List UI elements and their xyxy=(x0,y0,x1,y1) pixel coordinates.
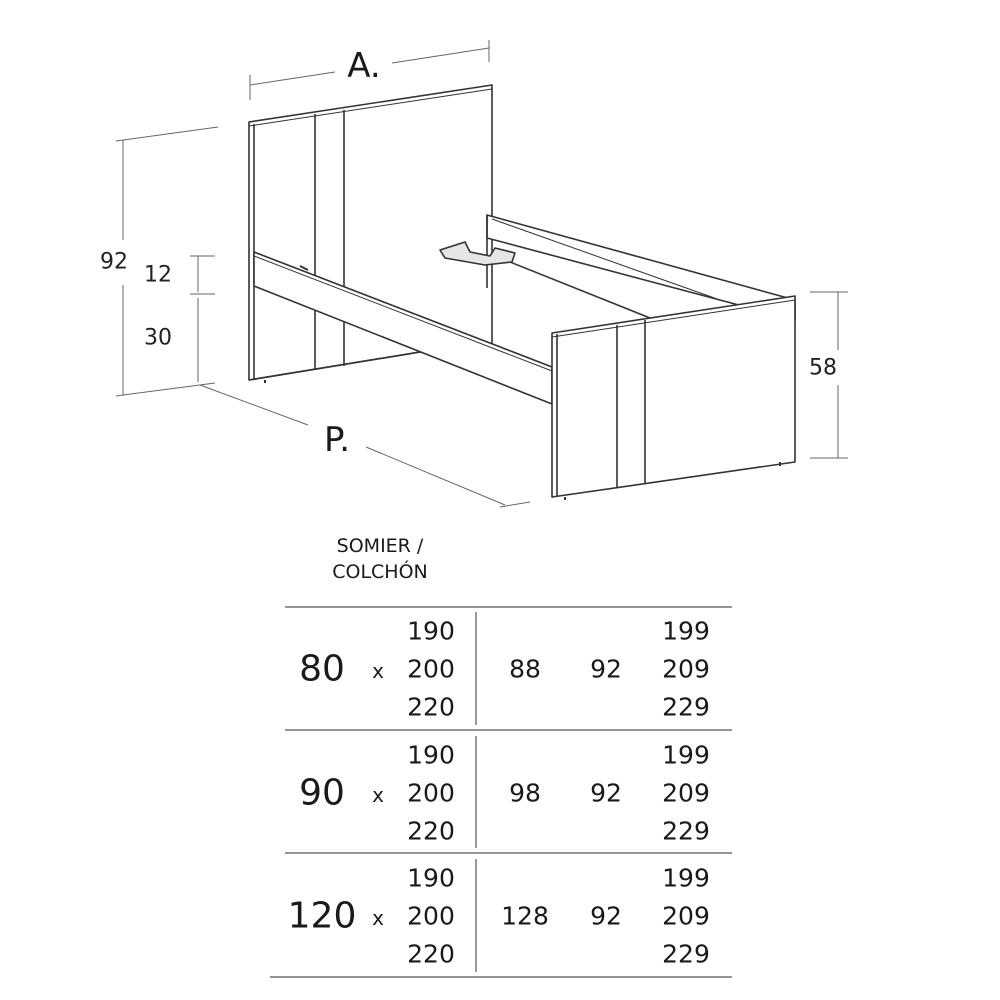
row-length: 200 xyxy=(407,901,455,931)
table-header: SOMIER / COLCHÓN xyxy=(332,533,428,585)
row-width: 120 xyxy=(287,895,357,937)
row-length: 190 xyxy=(407,616,455,646)
row-width: 80 xyxy=(299,648,345,690)
row-length: 220 xyxy=(407,939,455,969)
row-length: 190 xyxy=(407,740,455,770)
row-length: 200 xyxy=(407,654,455,684)
header-line-1: SOMIER / xyxy=(336,535,424,557)
row-p: 229 xyxy=(662,692,710,722)
footboard-height-label: 58 xyxy=(809,355,837,381)
row-length: 200 xyxy=(407,778,455,808)
row-p: 209 xyxy=(662,654,710,684)
row-h: 92 xyxy=(590,901,622,931)
header-line-2: COLCHÓN xyxy=(332,561,428,583)
row-p: 199 xyxy=(662,863,710,893)
row-a: 88 xyxy=(509,654,541,684)
row-length: 220 xyxy=(407,692,455,722)
row-p: 199 xyxy=(662,616,710,646)
row-length: 220 xyxy=(407,816,455,846)
footboard xyxy=(264,295,796,500)
table-grid xyxy=(270,606,732,978)
times-sign: x xyxy=(372,659,384,683)
total-height-label: 92 xyxy=(100,249,128,275)
times-sign: x xyxy=(372,783,384,807)
row-width: 90 xyxy=(299,772,345,814)
row-p: 209 xyxy=(662,901,710,931)
width-label: A. xyxy=(347,46,381,86)
row-h: 92 xyxy=(590,654,622,684)
dimension-lines xyxy=(115,40,848,508)
row-h: 92 xyxy=(590,778,622,808)
depth-label: P. xyxy=(323,420,351,460)
row-p: 199 xyxy=(662,740,710,770)
row-p: 229 xyxy=(662,939,710,969)
row-a: 128 xyxy=(501,901,549,931)
row-length: 190 xyxy=(407,863,455,893)
base-height-label: 30 xyxy=(144,325,172,351)
row-p: 229 xyxy=(662,816,710,846)
row-p: 209 xyxy=(662,778,710,808)
mattress-offset-label: 12 xyxy=(144,262,172,288)
slat-bracket xyxy=(439,241,516,266)
times-sign: x xyxy=(372,906,384,930)
row-a: 98 xyxy=(509,778,541,808)
